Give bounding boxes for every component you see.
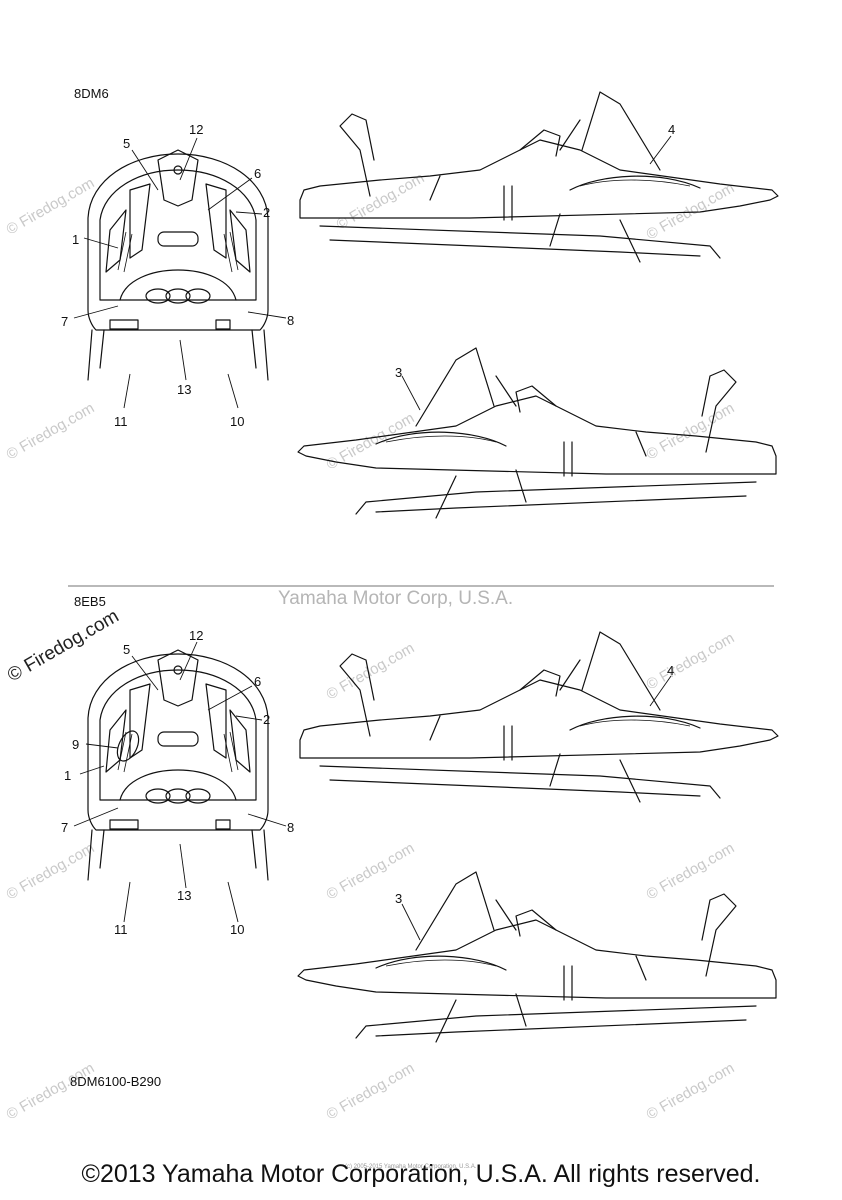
callout: 4 bbox=[668, 122, 675, 137]
side-view-right: 4 bbox=[299, 91, 779, 263]
footer-small-text: (c) 2005-2015 Yamaha Motor Corporation, … bbox=[345, 1164, 477, 1170]
callout: 8 bbox=[287, 313, 294, 328]
watermark-text: © Firedog.com bbox=[324, 639, 418, 703]
callout: 2 bbox=[263, 205, 270, 220]
side-view-right: 4 bbox=[299, 631, 779, 803]
callout: 12 bbox=[189, 122, 203, 137]
section-8dm6: 8DM6 12 5 6 2 1 7 8 13 11 10 bbox=[61, 86, 779, 519]
side-view-left: 3 bbox=[297, 871, 777, 1043]
watermark-text: © Firedog.com bbox=[644, 179, 738, 243]
side-view-left: 3 bbox=[297, 347, 777, 519]
copyright-notice: ©2013 Yamaha Motor Corporation, U.S.A. A… bbox=[81, 1160, 761, 1188]
callout: 4 bbox=[667, 663, 674, 678]
callout: 3 bbox=[395, 365, 402, 380]
watermark-text: © Firedog.com bbox=[324, 409, 418, 473]
model-label: 8DM6 bbox=[74, 86, 109, 101]
callout: 6 bbox=[254, 166, 261, 181]
callout: 3 bbox=[395, 891, 402, 906]
watermark-main: © Firedog.com bbox=[4, 606, 123, 687]
watermark-text: © Firedog.com bbox=[4, 1059, 98, 1123]
model-label: 8EB5 bbox=[74, 594, 106, 609]
callout: 1 bbox=[72, 232, 79, 247]
top-view-callouts: 12 5 6 2 9 1 7 8 13 11 10 bbox=[61, 628, 294, 937]
callout: 11 bbox=[114, 922, 128, 937]
callout: 1 bbox=[64, 768, 71, 783]
callout: 9 bbox=[72, 737, 79, 752]
section-divider: Yamaha Motor Corp, U.S.A. bbox=[68, 585, 774, 609]
callout: 5 bbox=[123, 136, 130, 151]
callout: 5 bbox=[123, 642, 130, 657]
callout: 7 bbox=[61, 820, 68, 835]
callout: 12 bbox=[189, 628, 203, 643]
top-view bbox=[73, 641, 287, 923]
callout: 11 bbox=[114, 414, 128, 429]
divider-text: Yamaha Motor Corp, U.S.A. bbox=[278, 588, 513, 609]
watermark-text: © Firedog.com bbox=[324, 839, 418, 903]
watermark-text: © Firedog.com bbox=[644, 1059, 738, 1123]
callout: 7 bbox=[61, 314, 68, 329]
callout: 2 bbox=[263, 712, 270, 727]
callout: 10 bbox=[230, 414, 244, 429]
top-view bbox=[73, 137, 287, 409]
watermark-text: © Firedog.com bbox=[4, 174, 98, 238]
watermark-text: © Firedog.com bbox=[334, 169, 428, 233]
diagram-code: 8DM6100-B290 bbox=[70, 1074, 161, 1089]
callout: 6 bbox=[254, 674, 261, 689]
watermark-text: © Firedog.com bbox=[644, 399, 738, 463]
watermark-text: © Firedog.com bbox=[4, 399, 98, 463]
callout: 8 bbox=[287, 820, 294, 835]
watermark-text: © Firedog.com bbox=[4, 839, 98, 903]
watermark-text: © Firedog.com bbox=[324, 1059, 418, 1123]
watermark-layer: © Firedog.com © Firedog.com © Firedog.co… bbox=[4, 169, 738, 1123]
top-view-callouts: 12 5 6 2 1 7 8 13 11 10 bbox=[61, 122, 294, 429]
callout: 10 bbox=[230, 922, 244, 937]
callout: 13 bbox=[177, 382, 191, 397]
callout: 13 bbox=[177, 888, 191, 903]
section-8eb5: 8EB5 12 5 6 2 9 1 7 8 13 11 bbox=[61, 594, 779, 1043]
watermark-text: © Firedog.com bbox=[644, 629, 738, 693]
